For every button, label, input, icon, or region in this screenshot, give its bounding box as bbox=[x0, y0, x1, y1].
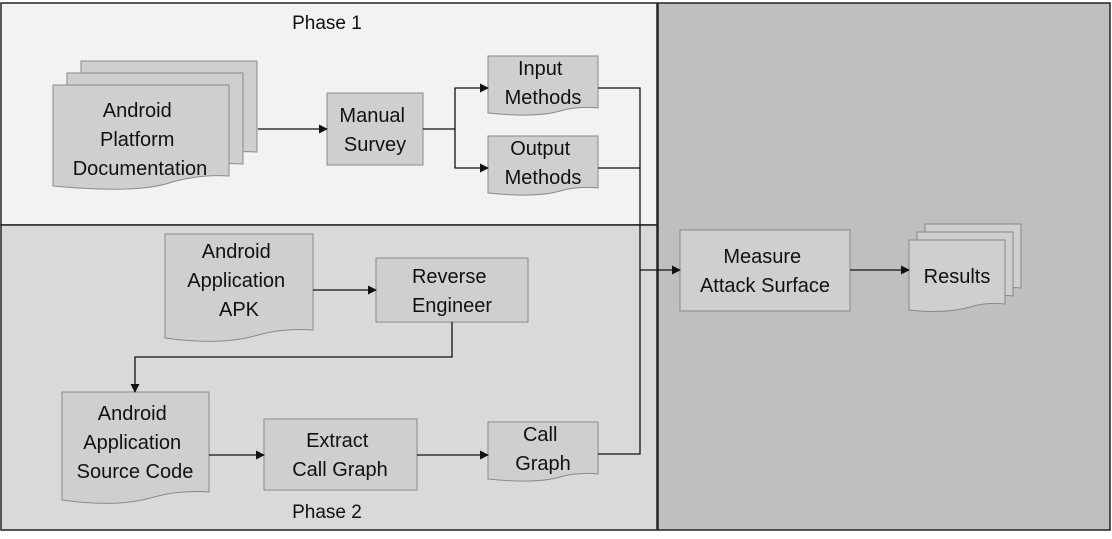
arrow-split-to-output bbox=[454, 129, 489, 173]
app-apk-line2: Application bbox=[187, 270, 285, 292]
phase2-label: Phase 2 bbox=[292, 502, 362, 523]
platform-docs-line1: Android bbox=[103, 100, 172, 122]
measure-attack-surface-node: Measure Attack Surface bbox=[679, 229, 851, 312]
extract-call-graph-node: Extract Call Graph bbox=[263, 418, 418, 491]
manual-survey-line2: Survey bbox=[344, 134, 406, 156]
measure-line2: Attack Surface bbox=[700, 275, 830, 297]
input-methods-node: Input Methods bbox=[487, 55, 599, 116]
extract-call-graph-line1: Extract bbox=[306, 430, 369, 452]
svg-text:Input Methods: Input Methods bbox=[505, 58, 582, 109]
input-methods-line2: Methods bbox=[505, 87, 582, 109]
results-label: Results bbox=[924, 266, 991, 288]
call-graph-line1: Call bbox=[523, 424, 557, 446]
call-graph-node: Call Graph bbox=[487, 421, 599, 482]
arrow-split-to-input bbox=[454, 83, 489, 129]
reverse-engineer-line2: Engineer bbox=[412, 295, 492, 317]
manual-survey-node: Manual Survey bbox=[326, 92, 424, 166]
line-callgraph-to-bus bbox=[598, 270, 641, 455]
source-code-line2: Application bbox=[83, 432, 181, 454]
platform-docs-line3: Documentation bbox=[73, 158, 208, 180]
line-input-to-bus bbox=[598, 87, 641, 270]
reverse-engineer-line1: Reverse bbox=[412, 266, 486, 288]
arrow-reverse-to-source bbox=[130, 322, 453, 393]
source-code-line3: Source Code bbox=[77, 461, 194, 483]
svg-text:Measure Attack Surface: Measure Attack Surface bbox=[700, 246, 830, 297]
app-apk-line3: APK bbox=[219, 299, 260, 321]
call-graph-line2: Graph bbox=[515, 453, 571, 475]
connectors bbox=[130, 83, 910, 460]
platform-docs-node: Android Platform Documentation bbox=[52, 60, 258, 190]
results-node: Results bbox=[908, 223, 1022, 312]
source-code-line1: Android bbox=[98, 403, 167, 425]
svg-text:Call Graph: Call Graph bbox=[515, 424, 571, 475]
svg-text:Manual Survey: Manual Survey bbox=[339, 105, 410, 156]
svg-text:Android Application: Android Application Source Code bbox=[77, 403, 194, 483]
measure-line1: Measure bbox=[723, 246, 801, 268]
output-methods-line2: Methods bbox=[505, 167, 582, 189]
phase1-label: Phase 1 bbox=[292, 13, 362, 34]
extract-call-graph-line2: Call Graph bbox=[292, 459, 388, 481]
svg-text:Reverse Engineer: Reverse Engineer bbox=[412, 266, 492, 317]
reverse-engineer-node: Reverse Engineer bbox=[375, 257, 529, 323]
app-apk-node: Android Application APK bbox=[164, 233, 314, 342]
platform-docs-line2: Platform bbox=[100, 129, 174, 151]
svg-text:Android Application: Android Application APK bbox=[187, 241, 290, 321]
source-code-node: Android Application Source Code bbox=[61, 391, 210, 504]
manual-survey-line1: Manual bbox=[339, 105, 405, 127]
svg-text:Extract Call Graph: Extract Call Graph bbox=[292, 430, 388, 481]
output-methods-node: Output Methods bbox=[487, 135, 599, 196]
output-methods-line1: Output bbox=[510, 138, 570, 160]
input-methods-line1: Input bbox=[518, 58, 563, 80]
app-apk-line1: Android bbox=[202, 241, 271, 263]
svg-text:Android Platform D: Android Platform Documentation bbox=[73, 100, 208, 180]
svg-text:Output Methods: Output Methods bbox=[505, 138, 582, 189]
